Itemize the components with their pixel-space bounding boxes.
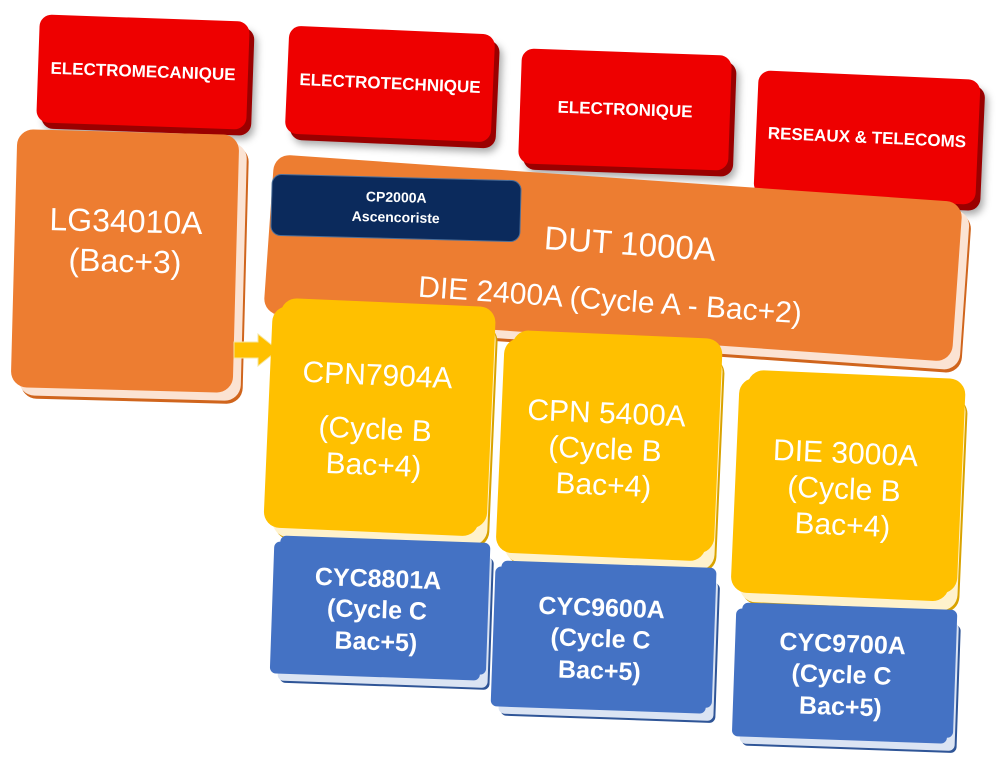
domain-electromecanique: ELECTROMECANIQUE	[36, 14, 250, 130]
cyc8801a-box: CYC8801A (Cycle C Bac+5)	[269, 541, 485, 681]
cycle-b-code: CPN7904A	[301, 355, 454, 396]
arrow-right-icon	[233, 332, 279, 368]
cycle-c-level: Bac+5)	[334, 626, 418, 658]
cycle-b-cycle: (Cycle B	[317, 410, 433, 449]
cpn5400a-box: CPN 5400A (Cycle B Bac+4)	[495, 337, 715, 562]
domain-label: ELECTROTECHNIQUE	[299, 70, 482, 97]
cycle-c-cycle: (Cycle C	[326, 594, 428, 627]
domain-electrotechnique: ELECTROTECHNIQUE	[284, 25, 496, 143]
lg-level: (Bac+3)	[68, 241, 182, 281]
cpn7904a-box: CPN7904A (Cycle B Bac+4)	[263, 305, 488, 537]
domain-label: ELECTRONIQUE	[557, 97, 693, 121]
cycle-c-code: CYC9600A	[537, 591, 666, 625]
cycle-b-level: Bac+4)	[554, 466, 653, 504]
lg-code: LG34010A	[49, 201, 203, 242]
cp2000-code: CP2000A	[365, 188, 427, 207]
die3000a-box: DIE 3000A (Cycle B Bac+4)	[730, 377, 958, 602]
cycle-c-code: CYC8801A	[314, 562, 442, 596]
cycle-c-code: CYC9700A	[778, 627, 907, 661]
lg34010a-box: LG34010A (Bac+3)	[10, 129, 240, 393]
cyc9700a-box: CYC9700A (Cycle C Bac+5)	[731, 608, 952, 744]
cycle-c-cycle: (Cycle C	[550, 623, 651, 656]
cp2000a-box: CP2000A Ascencoriste	[270, 173, 522, 243]
cycle-b-cycle: (Cycle B	[547, 430, 663, 468]
dut-label: DUT 1000A	[543, 219, 718, 268]
domain-label: RESEAUX & TELECOMS	[767, 123, 967, 151]
domain-reseaux-telecoms: RESEAUX & TELECOMS	[753, 70, 981, 205]
cycle-b-level: Bac+4)	[324, 446, 423, 485]
cycle-b-cycle: (Cycle B	[786, 470, 902, 508]
cycle-c-cycle: (Cycle C	[791, 659, 892, 692]
cyc9600a-box: CYC9600A (Cycle C Bac+5)	[490, 566, 711, 714]
cycle-c-level: Bac+5)	[557, 655, 642, 687]
domain-label: ELECTROMECANIQUE	[50, 58, 236, 85]
domain-electronique: ELECTRONIQUE	[518, 48, 732, 171]
cycle-c-level: Bac+5)	[798, 691, 883, 723]
cycle-b-level: Bac+4)	[793, 506, 892, 544]
cp2000-title: Ascencoriste	[351, 207, 440, 227]
